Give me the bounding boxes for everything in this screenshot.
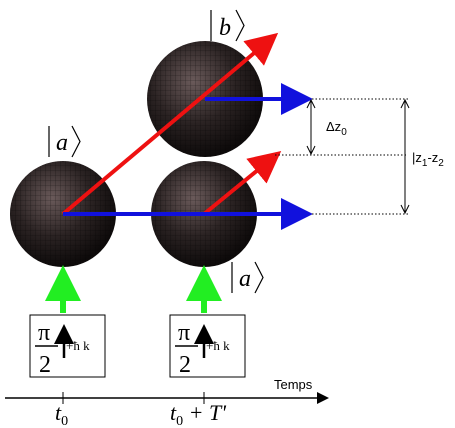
ket-a-left: a	[48, 125, 81, 158]
time-axis-label: Temps	[274, 377, 313, 392]
ket-a-left-label: a	[56, 130, 68, 156]
z-difference-marker	[400, 98, 410, 215]
pulse-box-right-numerator: π	[178, 320, 190, 346]
red-arrow-short	[202, 150, 282, 216]
ket-a-right-label: a	[239, 266, 251, 292]
ket-a-right: a	[231, 261, 264, 294]
pulse-box-right-denominator: 2	[179, 352, 191, 378]
delta-z-label: Δz0	[326, 119, 347, 138]
t0-plus-T-label: t0 + T'	[170, 400, 226, 428]
ket-b-label: b	[219, 15, 231, 41]
pulse-box-right: π 2 +ħ k	[169, 314, 246, 378]
pulse-box-left: π 2 +ħ k	[29, 314, 106, 378]
z-difference-label: |z1-z2	[412, 150, 444, 169]
pulse-box-left-kick: +ħ k	[66, 338, 90, 353]
pulse-box-left-numerator: π	[38, 320, 50, 346]
delta-z-marker	[306, 98, 316, 156]
pulse-box-right-kick: +ħ k	[206, 338, 230, 353]
red-arrow-long	[61, 32, 279, 216]
pulse-box-left-denominator: 2	[39, 352, 51, 378]
ket-b: b	[210, 9, 245, 42]
t0-label: t0	[55, 400, 68, 428]
